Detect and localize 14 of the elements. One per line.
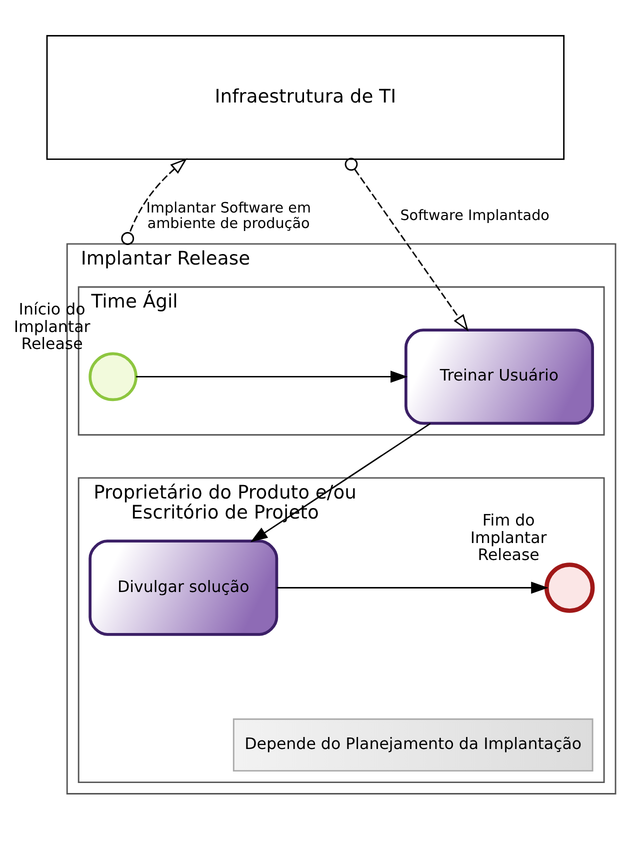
node-box: Divulgar solução (88, 540, 278, 636)
arrow (136, 370, 408, 383)
node-circle (88, 352, 138, 402)
arrow (121, 158, 188, 245)
node-box: Infraestrutura de TI (46, 35, 565, 160)
node-label: Fim do Implantar Release (470, 510, 547, 564)
node-circle (544, 562, 595, 613)
arrow (344, 158, 469, 332)
edge-label: Implantar Software em ambiente de produção (146, 200, 311, 232)
node-box: Depende do Planejamento da Implantação (232, 718, 594, 772)
arrow (250, 422, 431, 542)
arrow (276, 582, 548, 594)
edge-label: Software Implantado (400, 208, 550, 224)
node-box: Treinar Usuário (404, 328, 594, 425)
